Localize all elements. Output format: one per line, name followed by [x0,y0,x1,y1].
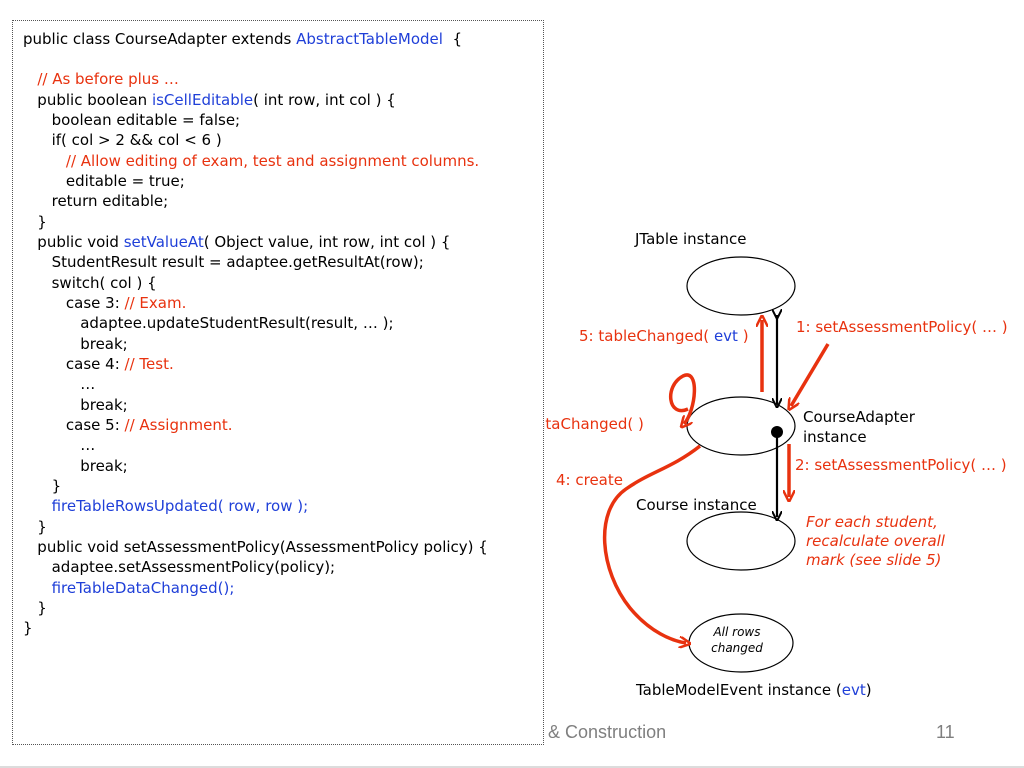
code-token: … [23,375,96,393]
code-token: editable = true; [23,172,185,190]
code-line: boolean editable = false; [23,110,241,130]
jtable-label: JTable instance [635,230,747,248]
code-token-blue: isCellEditable [151,91,254,109]
code-line: public class CourseAdapter extends Abstr… [23,29,462,49]
code-line: } [23,212,47,232]
code-line: … [23,374,95,394]
course-adapter-object [686,396,796,456]
code-line: if( col > 2 && col < 6 ) [23,130,222,150]
code-line: } [23,517,47,537]
code-token [23,579,52,597]
code-line: StudentResult result = adaptee.getResult… [23,252,424,272]
code-token-red: // Exam. [124,294,187,312]
code-token-red: // Test. [124,355,174,373]
recalculate-note: For each student, recalculate overall ma… [806,513,945,569]
code-line: return editable; [23,191,169,211]
code-token: if( col > 2 && col < 6 ) [23,131,222,149]
code-line: adaptee.setAssessmentPolicy(policy); [23,557,336,577]
code-listing: public class CourseAdapter extends Abstr… [12,20,544,745]
code-line: break; [23,395,128,415]
code-token: switch( col ) { [23,274,157,292]
code-token [23,152,66,170]
code-line: switch( col ) { [23,273,157,293]
footer-rule [0,766,1024,768]
code-line: editable = true; [23,171,185,191]
course-adapter-label: CourseAdapter [803,408,915,426]
course-label: Course instance [636,496,757,514]
code-token-red: // Assignment. [124,416,233,434]
code-token-red: // Allow editing of exam, test and assig… [65,152,480,170]
code-line: // As before plus … [23,69,179,89]
code-token: public class CourseAdapter extends [23,30,297,48]
code-line: break; [23,456,128,476]
code-token [23,70,37,88]
code-token-red: // As before plus … [37,70,179,88]
course-object [686,511,796,571]
code-token: case 4: [23,355,125,373]
code-line: public boolean isCellEditable( int row, … [23,90,396,110]
message-1-label: 1: setAssessmentPolicy( … ) [796,318,1008,336]
jtable-object [686,256,796,316]
table-model-event-label: TableModelEvent instance (evt) [636,681,872,699]
code-token-blue: fireTableRowsUpdated( row, row ); [51,497,309,515]
code-token: StudentResult result = adaptee.getResult… [23,253,424,271]
code-line: case 5: // Assignment. [23,415,233,435]
code-line: break; [23,334,128,354]
code-line: fireTableRowsUpdated( row, row ); [23,496,309,516]
code-token: … [23,436,96,454]
code-token [23,497,52,515]
code-token: } [23,518,47,536]
code-token: case 5: [23,416,125,434]
code-line: // Allow editing of exam, test and assig… [23,151,479,171]
code-token: boolean editable = false; [23,111,241,129]
code-token: ( Object value, int row, int col ) { [203,233,451,251]
message-arrow-3-self [668,373,697,424]
code-line: case 3: // Exam. [23,293,186,313]
message-4-label: 4: create [556,471,623,489]
code-token: ( int row, int col ) { [253,91,396,109]
code-token: adaptee.updateStudentResult(result, … ); [23,314,394,332]
course-adapter-label-2: instance [803,428,867,446]
code-line: fireTableDataChanged(); [23,578,235,598]
page-number: 11 [936,722,955,742]
code-line: adaptee.updateStudentResult(result, … ); [23,313,394,333]
code-line: } [23,476,62,496]
code-line: } [23,598,47,618]
code-token: break; [23,396,128,414]
message-arrow-1 [791,343,830,406]
code-token: public void [23,233,124,251]
code-token: } [23,599,47,617]
code-token: public void setAssessmentPolicy(Assessme… [23,538,488,556]
code-line: } [23,618,33,638]
code-token: } [23,619,33,637]
code-token-blue: setValueAt [123,233,204,251]
code-line: public void setValueAt( Object value, in… [23,232,450,252]
code-line: case 4: // Test. [23,354,174,374]
aggregation-dot [771,426,783,438]
code-token: } [23,213,47,231]
code-token: { [442,30,463,48]
code-token: adaptee.setAssessmentPolicy(policy); [23,558,336,576]
message-2-label: 2: setAssessmentPolicy( … ) [795,456,1007,474]
code-line: … [23,435,95,455]
code-token: return editable; [23,192,169,210]
code-token: } [23,477,62,495]
message-5-label: 5: tableChanged( evt ) [579,327,749,345]
code-token-blue: fireTableDataChanged(); [51,579,235,597]
code-token: case 3: [23,294,125,312]
code-token: break; [23,335,128,353]
code-token: break; [23,457,128,475]
code-token: public boolean [23,91,152,109]
code-line: public void setAssessmentPolicy(Assessme… [23,537,488,557]
message-arrow-4-create [602,444,702,643]
code-token-blue: AbstractTableModel [296,30,443,48]
